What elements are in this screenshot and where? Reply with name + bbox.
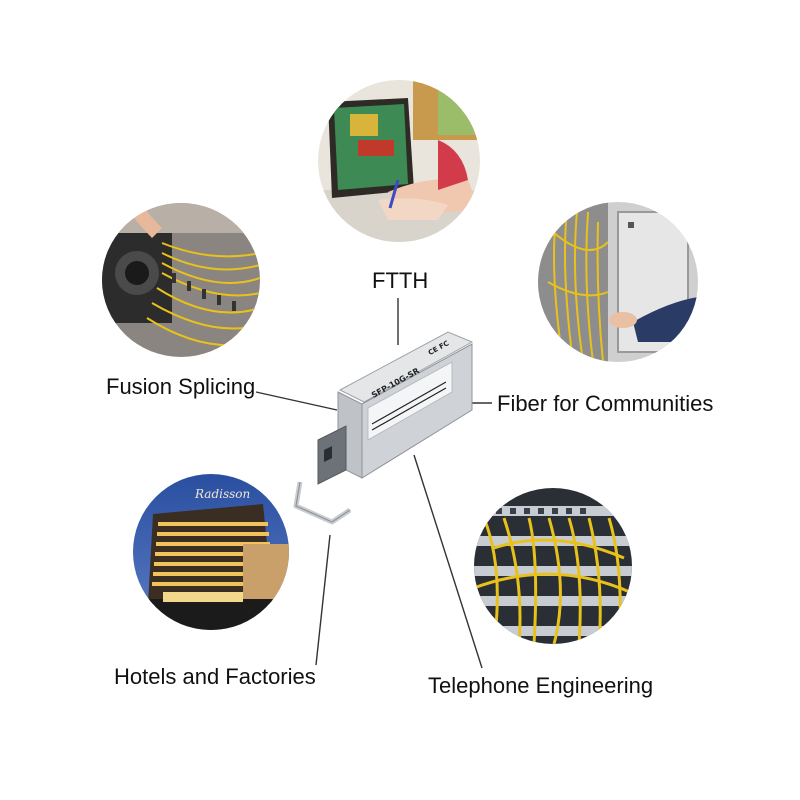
photo-fiber-communities [538, 202, 698, 362]
leader-line-hotels [315, 534, 331, 666]
label-fiber-communities: Fiber for Communities [497, 391, 714, 416]
label-hotels-factories: Hotels and Factories [114, 664, 316, 689]
leader-line-fusion-splicing [255, 391, 338, 411]
photo-fusion-splicing [102, 203, 260, 357]
photo-hotel: Radisson [133, 474, 289, 630]
label-telephone-engineering: Telephone Engineering [428, 673, 654, 698]
photo-ftth-computer [318, 80, 480, 242]
label-ftth: FTTH [372, 268, 429, 293]
leader-line-telephone [413, 454, 483, 669]
hotel-sign-text: Radisson [194, 487, 250, 501]
label-fusion-splicing: Fusion Splicing [106, 374, 256, 399]
photo-telephone-engineering [474, 488, 632, 644]
